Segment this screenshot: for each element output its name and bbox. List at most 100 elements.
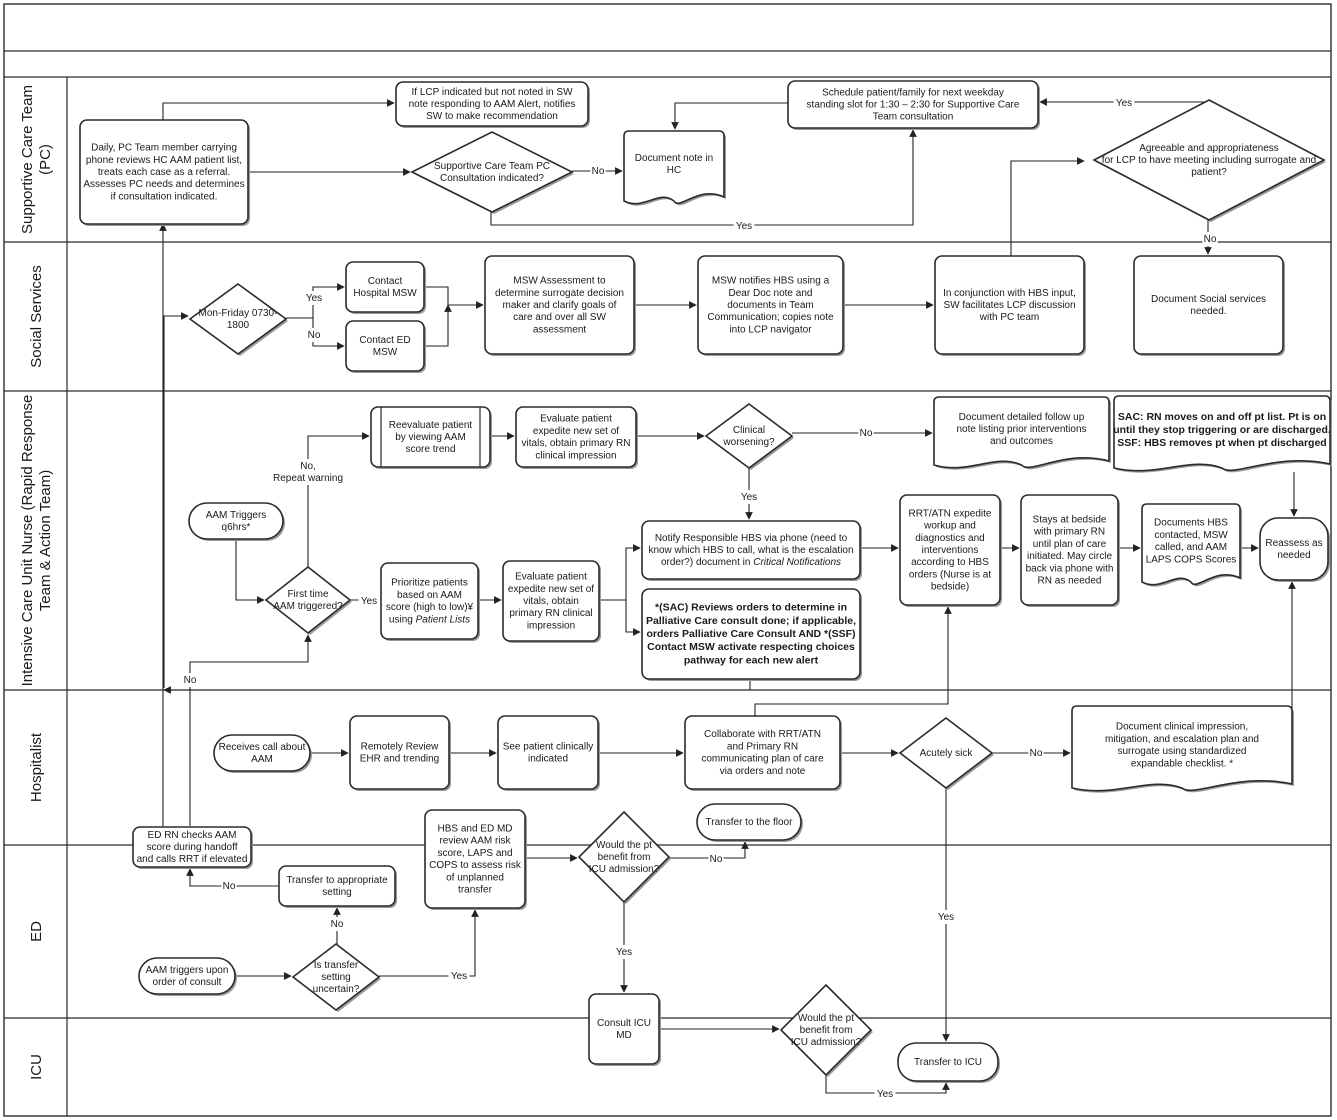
diamond-shape bbox=[188, 283, 288, 355]
edge-label-no: No bbox=[1030, 748, 1043, 759]
node-sac-ssf: SAC: RN moves on and off pt list. Pt is … bbox=[1113, 395, 1332, 473]
diamond-shape bbox=[779, 983, 873, 1077]
diamond-shape bbox=[704, 403, 794, 469]
rect-shape bbox=[515, 406, 637, 468]
lane-label-ss: Social Services bbox=[28, 265, 45, 368]
rect-shape bbox=[684, 715, 841, 790]
rect-shape bbox=[349, 715, 450, 790]
rect-shape bbox=[899, 494, 1001, 606]
diamond-shape bbox=[1092, 99, 1326, 221]
edge-label-no: No bbox=[184, 675, 197, 686]
diamond-shape bbox=[410, 131, 574, 213]
edge-label-no: No bbox=[308, 330, 321, 341]
edge-label-no: No bbox=[331, 919, 344, 930]
node-label: Acutely sick bbox=[920, 748, 974, 759]
lane-label-hosp: Hospitalist bbox=[28, 732, 45, 802]
edge-label-no: No bbox=[223, 881, 236, 892]
rect-shape bbox=[502, 560, 600, 642]
lane-label-ed: ED bbox=[28, 921, 45, 942]
lane-label-icu: ICU bbox=[28, 1054, 45, 1080]
edge-label-no: No bbox=[592, 166, 605, 177]
edge-label-yes: Yes bbox=[306, 293, 322, 304]
lane-label-icu_rn: Intensive Care Unit Nurse (Rapid Respons… bbox=[19, 395, 54, 687]
node-schedule: Schedule patient/family for next weekday… bbox=[787, 80, 1040, 130]
rect-shape bbox=[278, 865, 396, 907]
rect-shape bbox=[395, 81, 589, 127]
edge-label-yes: Yes bbox=[736, 221, 752, 232]
node-label: Schedule patient/family for next weekday… bbox=[807, 87, 1020, 122]
terminator-shape bbox=[696, 803, 802, 841]
terminator-shape bbox=[897, 1042, 999, 1082]
node-label: Transfer to ICU bbox=[914, 1057, 982, 1068]
flow-connector bbox=[163, 679, 751, 694]
flow-connector bbox=[312, 318, 345, 350]
flow-connector bbox=[162, 99, 395, 120]
flow-connector bbox=[669, 841, 749, 859]
edge-label-no: No bbox=[710, 854, 723, 865]
rect-shape bbox=[1020, 494, 1119, 606]
terminator-shape bbox=[138, 957, 236, 995]
rect-shape bbox=[787, 80, 1039, 129]
terminator-shape bbox=[1259, 517, 1329, 581]
rect-shape bbox=[497, 715, 599, 790]
node-sw-facilitates: In conjunction with HBS input,SW facilit… bbox=[934, 255, 1086, 356]
rect-shape bbox=[132, 826, 252, 868]
edge-label-yes: Yes bbox=[361, 596, 377, 607]
rect-shape bbox=[345, 261, 425, 313]
rect-shape bbox=[641, 520, 861, 580]
diamond-shape bbox=[577, 810, 671, 904]
document-shape bbox=[933, 396, 1110, 469]
flow-connector bbox=[1010, 157, 1085, 256]
node-label: Mon-Friday 0730-1800 bbox=[199, 308, 278, 331]
edge-label-no-repeat: No,Repeat warning bbox=[273, 461, 343, 484]
rect-shape bbox=[697, 255, 844, 355]
rect-shape bbox=[641, 588, 861, 680]
document-shape bbox=[1141, 503, 1241, 586]
flow-connector bbox=[599, 544, 641, 601]
